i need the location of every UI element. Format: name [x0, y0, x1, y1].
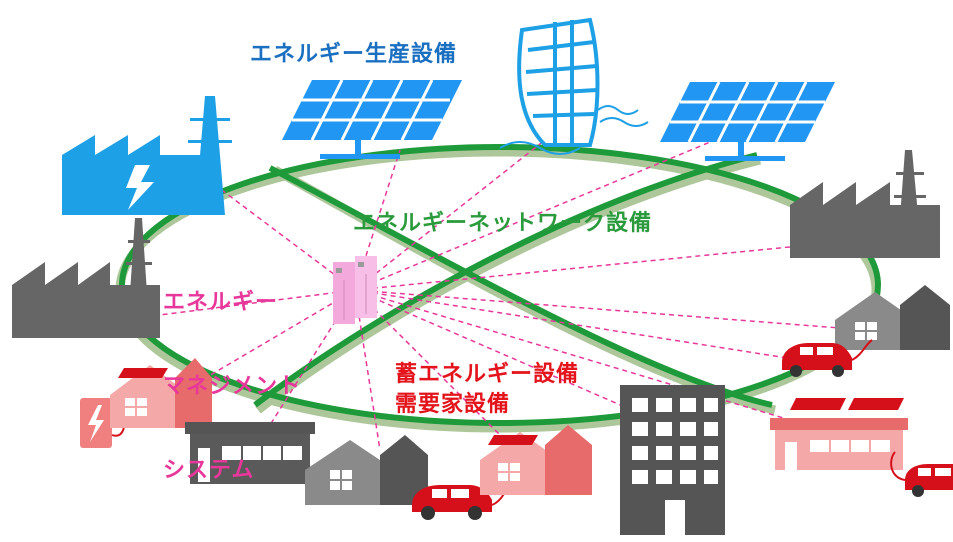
- shop-icon: [185, 422, 315, 484]
- house-icon: [480, 425, 592, 495]
- server-icon: [333, 256, 377, 324]
- solar-panel-icon: [660, 81, 835, 161]
- energy-management-line-3: システム: [163, 458, 255, 483]
- power-plant-icon: [62, 96, 232, 215]
- storage-consumer-label: 蓄エネルギー設備 需要家設備: [395, 360, 579, 420]
- house-icon: [835, 285, 950, 350]
- electric-car-icon: [890, 451, 953, 497]
- energy-network-label: エネルギーネットワーク設備: [353, 211, 653, 236]
- energy-management-line-1: エネルギー: [163, 290, 279, 315]
- consumer-label: 需要家設備: [395, 392, 511, 417]
- electric-car-icon: [782, 339, 873, 377]
- water-wheel-icon: [499, 17, 649, 155]
- energy-management-label: エネルギー マネジメント システム: [163, 233, 301, 513]
- solar-panel-icon: [282, 79, 462, 159]
- electric-car-icon: [412, 469, 516, 520]
- house-icon: [110, 358, 212, 428]
- energy-management-line-2: マネジメント: [163, 374, 302, 399]
- energy-production-label: エネルギー生産設備: [250, 42, 458, 67]
- factory-icon: [790, 150, 940, 258]
- office-building-icon: [620, 385, 725, 535]
- house-icon: [305, 435, 428, 505]
- factory-icon: [12, 218, 160, 338]
- storage-label: 蓄エネルギー設備: [395, 362, 580, 387]
- store-icon: [770, 398, 908, 470]
